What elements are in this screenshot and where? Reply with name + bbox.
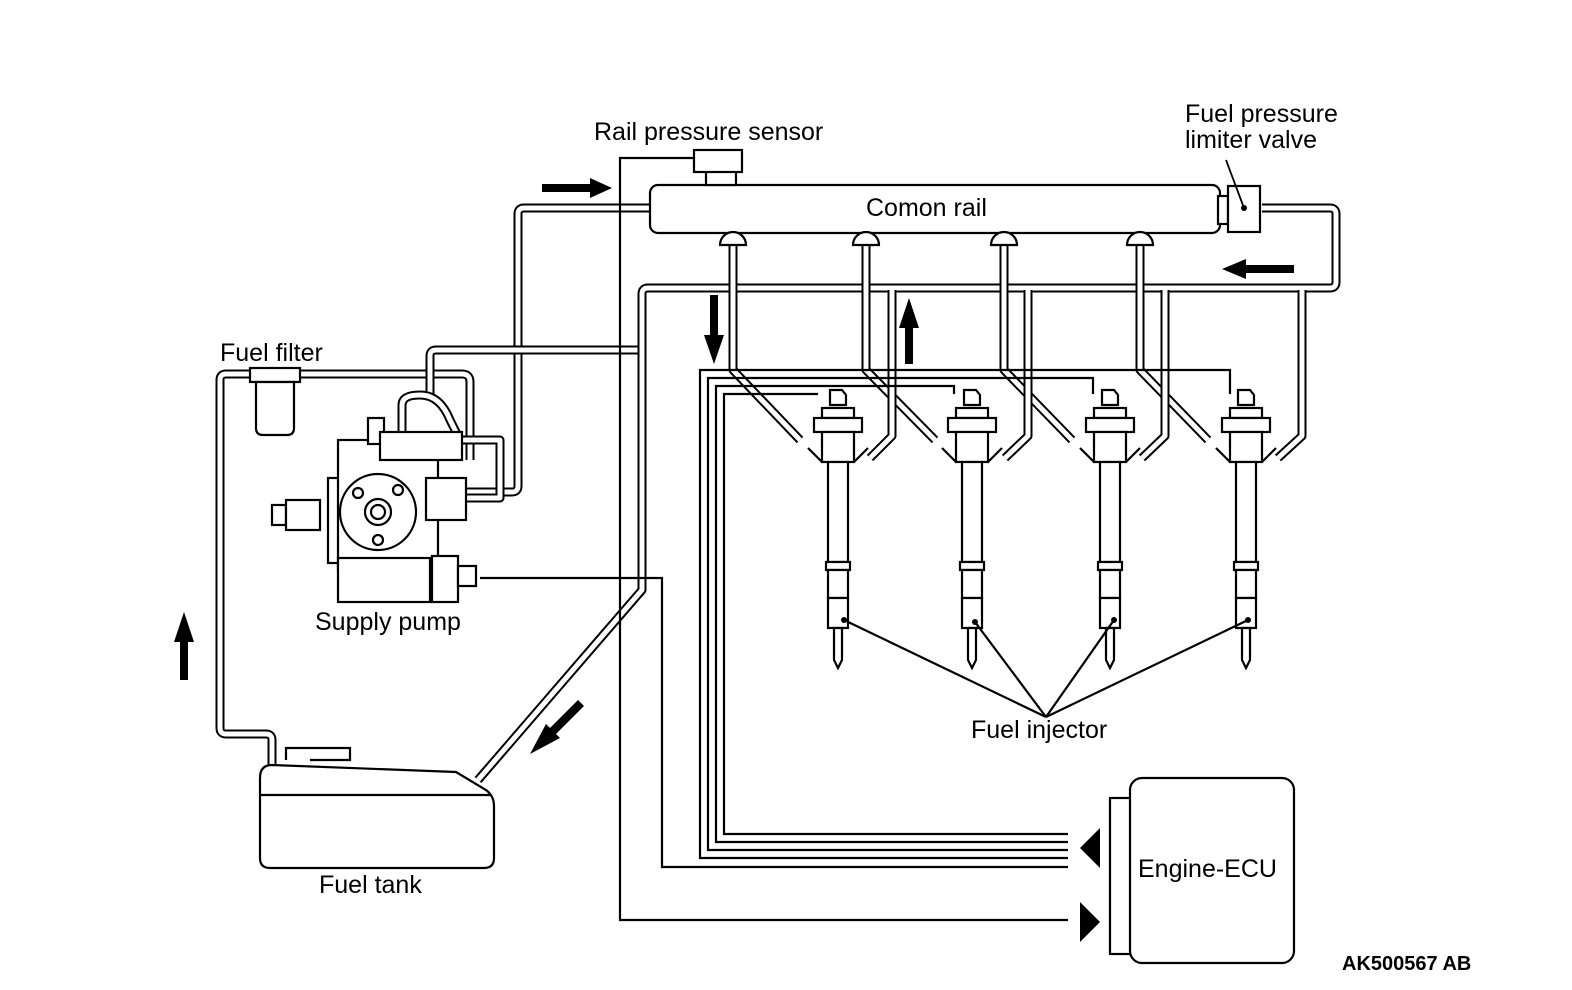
rail-pressure-sensor-label: Rail pressure sensor (594, 118, 823, 146)
rail-outlets (718, 230, 1155, 247)
electrical-wires (480, 156, 1232, 922)
ecu-output-arrow-icon (1080, 902, 1100, 942)
flow-arrows (174, 178, 1294, 942)
fuel-tank (258, 746, 496, 870)
figure-code: AK500567 AB (1342, 953, 1471, 975)
common-rail (648, 148, 1262, 247)
engine-ecu (1108, 776, 1296, 965)
labels: Rail pressure sensor Fuel pressure limit… (220, 100, 1471, 975)
ecu-input-arrow-icon (1080, 828, 1100, 868)
arrow-down-left-icon (530, 700, 584, 754)
fuel-filter (248, 366, 302, 437)
pipe-limiter-return (474, 203, 1341, 783)
fuel-injectors (807, 388, 1277, 718)
rail-pressure-sensor (692, 148, 744, 174)
fuel-tank-label: Fuel tank (319, 871, 422, 899)
supply-pump (270, 416, 478, 604)
fuel-filter-label: Fuel filter (220, 339, 323, 367)
arrow-right-icon (542, 178, 612, 198)
limiter-valve-label-line1: Fuel pressure (1185, 100, 1338, 128)
arrow-left-icon (1222, 259, 1294, 279)
engine-ecu-label: Engine-ECU (1138, 855, 1277, 883)
injector-leader-lines (843, 619, 1249, 718)
common-rail-label: Comon rail (866, 194, 987, 222)
injector-4 (1215, 388, 1277, 671)
injector-2 (941, 388, 1003, 671)
arrow-up-icon (174, 612, 194, 680)
injector-1 (807, 388, 869, 671)
supply-pump-label: Supply pump (315, 608, 461, 636)
injector-3 (1079, 388, 1141, 671)
fuel-injector-label: Fuel injector (971, 716, 1107, 744)
limiter-valve-label-line2: limiter valve (1185, 126, 1317, 154)
arrow-down-icon (704, 295, 724, 364)
injector-return-lines (866, 290, 1307, 462)
arrow-up-icon (899, 298, 919, 364)
